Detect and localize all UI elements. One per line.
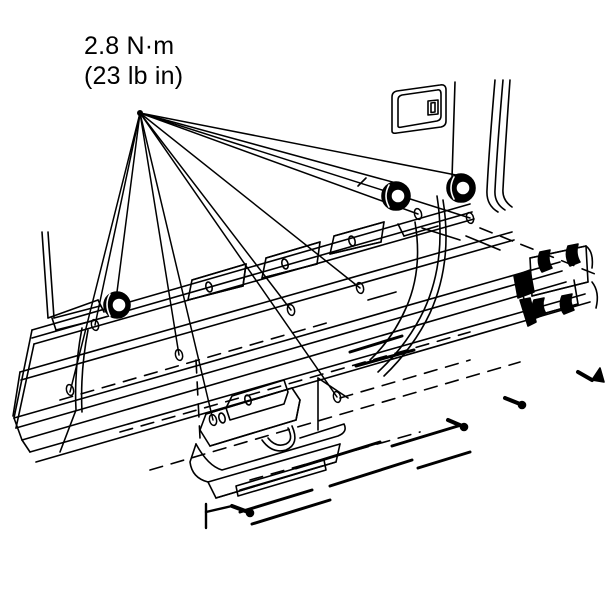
retainer-block-3 bbox=[329, 221, 385, 255]
grommet-right bbox=[446, 173, 476, 203]
panel-end-cap-left bbox=[12, 327, 89, 453]
drawing-geometry bbox=[12, 79, 605, 530]
fastener-points bbox=[65, 207, 475, 427]
retainer-block-2 bbox=[261, 241, 321, 279]
door-pillar-edge bbox=[451, 81, 456, 179]
sill-rail-middle bbox=[19, 231, 515, 381]
rocker-panel-bottom bbox=[29, 293, 591, 463]
torque-imperial-value: (23 lb in) bbox=[84, 62, 184, 90]
torque-metric-value: 2.8 N·m bbox=[84, 32, 175, 60]
lower-splash-shield bbox=[189, 423, 346, 499]
grommet-left bbox=[103, 291, 131, 319]
retainer-block-1 bbox=[187, 263, 247, 301]
rocker-panel-lower-edge bbox=[13, 261, 567, 441]
leader-origin-dot bbox=[137, 110, 143, 116]
rivet-pins-right bbox=[446, 367, 605, 432]
torque-callout: 2.8 N·m (23 lb in) bbox=[84, 31, 183, 91]
left-vertical-post bbox=[41, 231, 105, 331]
grommet-center bbox=[381, 181, 411, 211]
door-pillar-curve bbox=[486, 79, 513, 213]
retainer-bracket-center bbox=[199, 377, 349, 452]
door-handle-recess bbox=[391, 84, 447, 135]
misc-detail-strokes bbox=[238, 177, 501, 526]
torque-leader-lines bbox=[69, 112, 471, 421]
hinge-bracket-right bbox=[513, 243, 599, 327]
